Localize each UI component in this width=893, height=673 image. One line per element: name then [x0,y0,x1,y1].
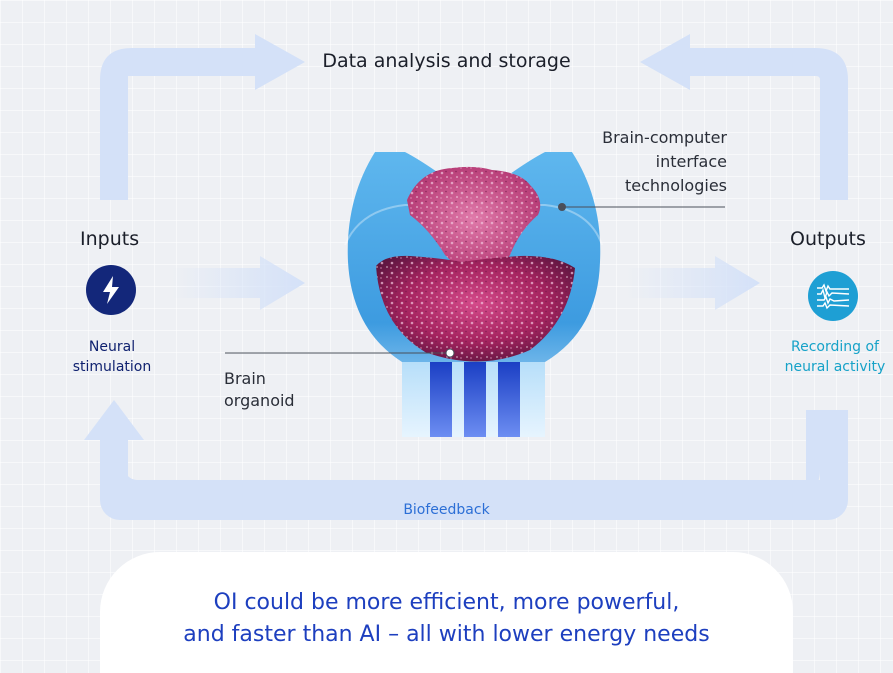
brain-organoid [376,166,575,362]
neural-stimulation-line-1: Neural [88,339,136,355]
organoid-label-line-2: organoid [224,391,295,410]
recording-caption: Recording of neural activity [777,337,893,377]
electrode-stripe-3 [498,362,520,437]
bci-label-line-2: interface [655,152,727,171]
top-loop-left-arrow [100,34,305,200]
electrode-stripe-2 [464,362,486,437]
biofeedback-label: Biofeedback [403,502,490,518]
electrode-stripe-1 [430,362,452,437]
biofeedback-loop-arrow [84,400,848,520]
waveform-icon [808,271,858,321]
claim-line-1: OI could be more efficient, more powerfu… [213,590,680,615]
data-analysis-label: Data analysis and storage [322,50,571,72]
brain-organoid-label: Brain organoid [224,368,344,412]
top-loop-right-arrow [640,34,848,200]
inputs-heading: Inputs [80,228,140,250]
outputs-heading: Outputs [790,228,866,250]
claim-line-2: and faster than AI – all with lower ener… [183,622,710,647]
recording-line-2: neural activity [784,359,886,375]
lightning-bolt-icon [86,265,136,315]
organoid-label-line-1: Brain [224,369,266,388]
bci-label: Brain-computer interface technologies [527,126,727,198]
recording-line-1: Recording of [791,339,879,355]
input-arrow [170,256,305,310]
bci-leader-line [558,203,725,211]
bci-label-line-1: Brain-computer [602,128,727,147]
bci-label-line-3: technologies [625,176,727,195]
output-arrow [625,256,760,310]
claim-card [100,552,793,673]
neural-stimulation-line-2: stimulation [72,359,152,375]
organoid-leader-line [225,348,455,358]
neural-stimulation-caption: Neural stimulation [62,337,162,377]
